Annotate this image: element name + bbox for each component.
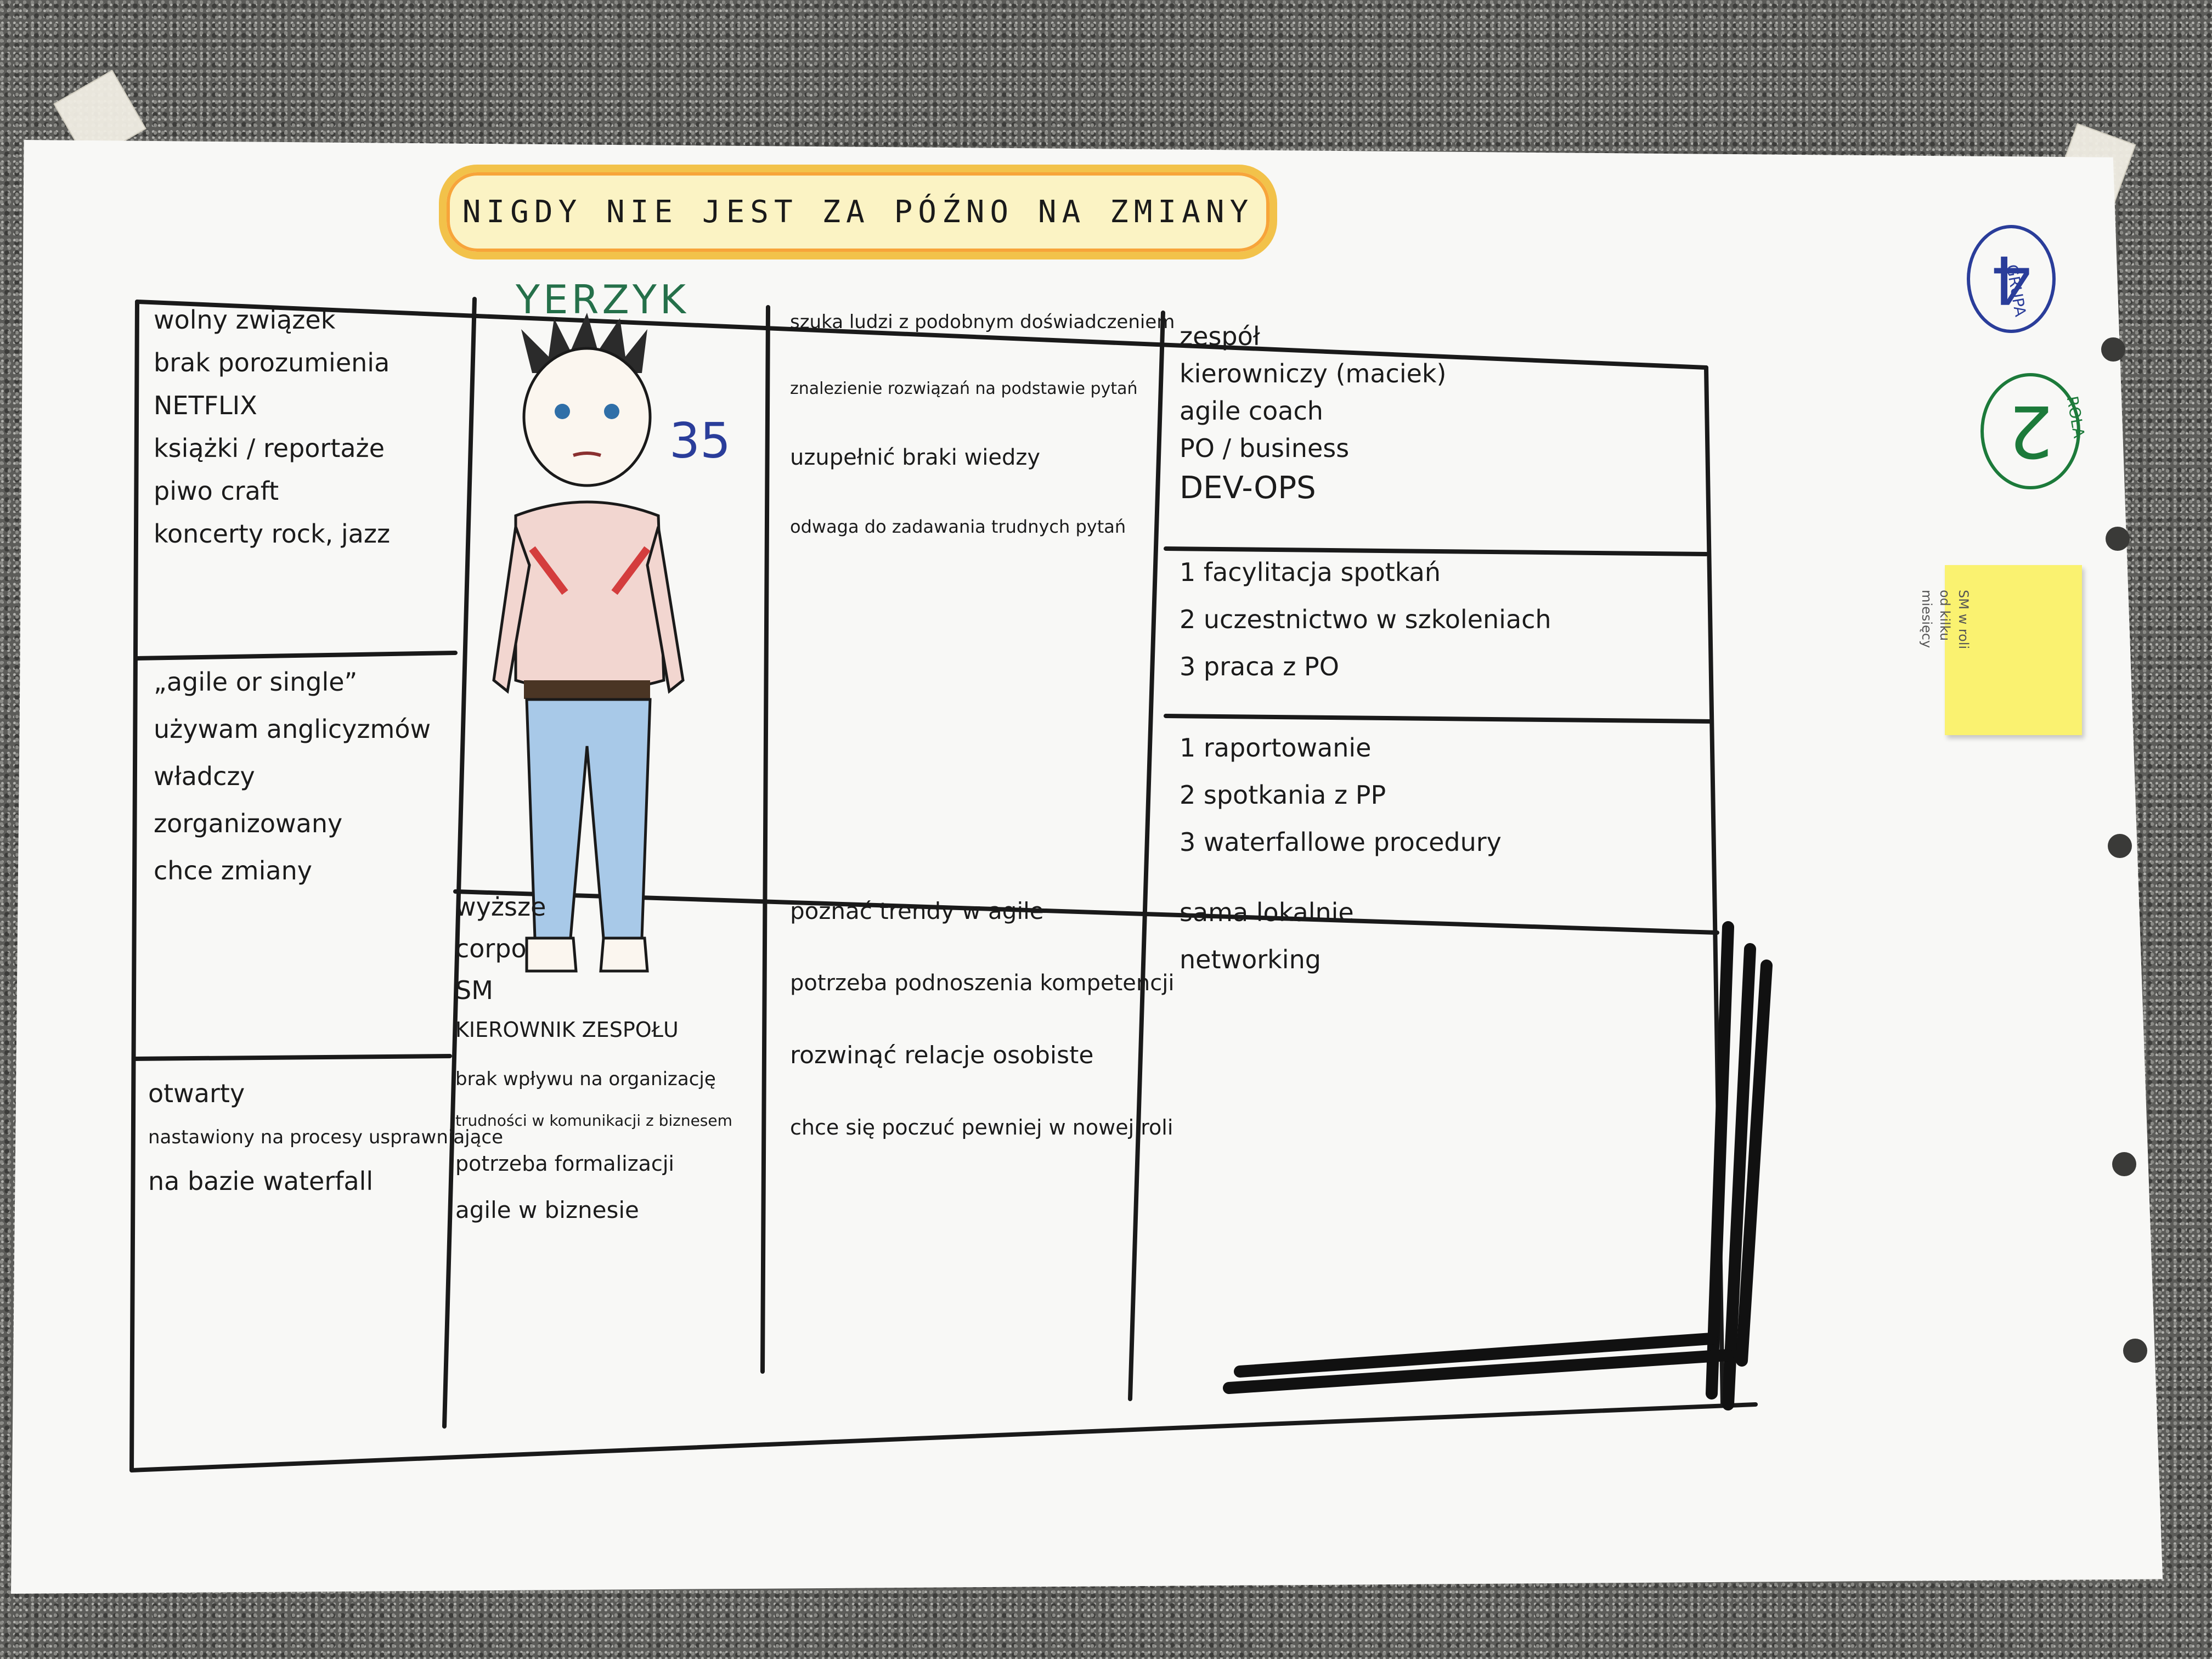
list-item: 2 uczestnictwo w szkoleniach bbox=[1180, 605, 1551, 634]
cell-top-fourth: zespół kierowniczy (maciek) agile coach … bbox=[1180, 324, 1447, 504]
list-item: NETFLIX bbox=[154, 391, 257, 420]
list-item: agile w biznesie bbox=[455, 1197, 639, 1223]
list-item: brak porozumienia bbox=[154, 348, 390, 377]
list-item: książki / reportaże bbox=[154, 433, 385, 463]
persona-age: 35 bbox=[669, 413, 731, 469]
cell-low-fourth: 1 raportowanie 2 spotkania z PP 3 waterf… bbox=[1180, 735, 1502, 855]
cell-top-left: wolny związek brak porozumienia NETFLIX … bbox=[154, 307, 390, 546]
list-item: szuka ludzi z podobnym doświadczeniem bbox=[790, 311, 1175, 333]
list-item: wolny związek bbox=[154, 305, 336, 335]
list-item: uzupełnić braki wiedzy bbox=[790, 445, 1041, 470]
list-item: piwo craft bbox=[154, 476, 279, 506]
cell-mid-fourth: 1 facylitacja spotkań 2 uczestnictwo w s… bbox=[1180, 560, 1551, 679]
belt-icon bbox=[524, 680, 650, 699]
list-item: odwaga do zadawania trudnych pytań bbox=[790, 516, 1126, 537]
list-item: DEV-OPS bbox=[1180, 470, 1316, 506]
list-item: na bazie waterfall bbox=[148, 1166, 374, 1196]
cell-bottom-second: brak wpływu na organizację trudności w k… bbox=[455, 1070, 752, 1222]
mouth-icon bbox=[573, 452, 601, 457]
eye-icon bbox=[604, 404, 619, 419]
flipchart-paper bbox=[11, 140, 2163, 1594]
persona-drawing bbox=[492, 313, 685, 973]
list-item: zespół bbox=[1180, 321, 1260, 351]
list-item: rozwinąć relacje osobiste bbox=[790, 1041, 1094, 1069]
list-item: używam anglicyzmów bbox=[154, 714, 431, 744]
right-arm-icon bbox=[646, 526, 685, 694]
persona-name: YERZYK bbox=[516, 276, 690, 323]
sweater-marks-icon bbox=[529, 546, 651, 595]
cell-under-figure: wyższe corpo SM KIEROWNIK ZESPOŁU bbox=[455, 894, 679, 1040]
list-item: 1 facylitacja spotkań bbox=[1180, 557, 1441, 587]
title-banner: NIGDY NIE JEST ZA PÓŹNO NA ZMIANY bbox=[439, 165, 1277, 259]
list-item: potrzeba podnoszenia kompetencji bbox=[790, 970, 1175, 996]
list-item: agile coach bbox=[1180, 396, 1323, 426]
list-item: 1 raportowanie bbox=[1180, 733, 1372, 763]
list-item: kierowniczy (maciek) bbox=[1180, 359, 1447, 388]
face-icon bbox=[522, 347, 652, 487]
list-item: sama lokalnie bbox=[1180, 898, 1354, 927]
title-text: NIGDY NIE JEST ZA PÓŹNO NA ZMIANY bbox=[462, 194, 1254, 230]
sweater-icon bbox=[514, 500, 665, 693]
list-item: networking bbox=[1180, 945, 1321, 974]
sticky-note: SM w roli od kilku miesięcy bbox=[1919, 565, 2082, 735]
list-item: koncerty rock, jazz bbox=[154, 519, 391, 549]
list-item: corpo bbox=[455, 934, 527, 963]
list-item: PO / business bbox=[1180, 433, 1350, 463]
list-item: otwarty bbox=[148, 1079, 245, 1108]
list-item: władczy bbox=[154, 761, 255, 791]
list-item: SM bbox=[455, 975, 493, 1005]
cell-bottom-fourth: sama lokalnie networking bbox=[1180, 900, 1354, 972]
list-item: zorganizowany bbox=[154, 809, 343, 838]
left-arm-icon bbox=[492, 526, 531, 694]
eye-icon bbox=[555, 404, 570, 419]
list-item: brak wpływu na organizację bbox=[455, 1068, 716, 1090]
list-item: chce się poczuć pewniej w nowej roli bbox=[790, 1115, 1173, 1139]
cell-bottom-left: otwarty nastawiony na procesy usprawniaj… bbox=[148, 1081, 503, 1194]
list-item: 2 spotkania z PP bbox=[1180, 780, 1386, 810]
list-item: poznać trendy w agile bbox=[790, 898, 1044, 924]
list-item: chce zmiany bbox=[154, 856, 312, 885]
cell-mid-left: „agile or single” używam anglicyzmów wła… bbox=[154, 669, 431, 883]
list-item: KIEROWNIK ZESPOŁU bbox=[455, 1018, 679, 1042]
list-item: „agile or single” bbox=[154, 667, 358, 697]
list-item: 3 waterfallowe procedury bbox=[1180, 827, 1502, 857]
role-circle: 2 bbox=[1980, 373, 2080, 489]
group-circle: 4 bbox=[1967, 225, 2056, 333]
shoes-icon bbox=[525, 936, 649, 973]
list-item: trudności w komunikacji z biznesem bbox=[455, 1111, 732, 1130]
list-item: nastawiony na procesy usprawniające bbox=[148, 1126, 504, 1148]
list-item: znalezienie rozwiązań na podstawie pytań bbox=[790, 379, 1138, 398]
list-item: wyższe bbox=[455, 892, 546, 922]
cell-bottom-third: poznać trendy w agile potrzeba podnoszen… bbox=[790, 900, 1174, 1138]
list-item: 3 praca z PO bbox=[1180, 652, 1340, 681]
list-item: potrzeba formalizacji bbox=[455, 1152, 674, 1176]
cell-top-third: szuka ludzi z podobnym doświadczeniem zn… bbox=[790, 313, 1175, 535]
